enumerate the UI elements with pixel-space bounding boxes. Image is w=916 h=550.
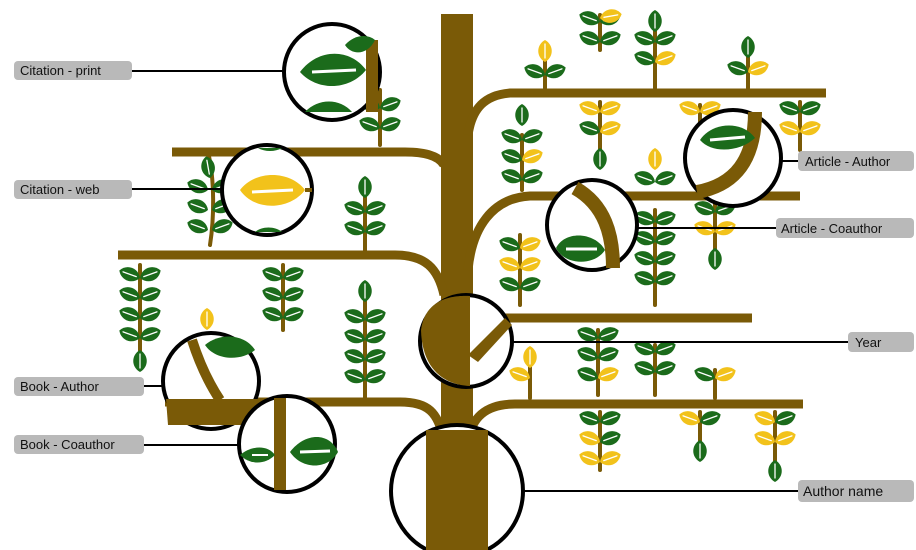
magnifier-article-author: [685, 110, 781, 206]
label-book-author: Book - Author: [20, 379, 99, 394]
label-group-book-coauthor: Book - Coauthor: [14, 435, 240, 454]
label-group-book-author: Book - Author: [14, 377, 164, 396]
magnifier-citation-print: [284, 24, 380, 120]
label-article-author: Article - Author: [805, 154, 891, 169]
label-citation-web: Citation - web: [20, 182, 99, 197]
label-group-year: Year: [512, 332, 914, 352]
label-group-author-name: Author name: [523, 480, 914, 502]
magnifier-citation-web: [222, 145, 312, 235]
label-group-article-coauthor: Article - Coauthor: [636, 218, 914, 238]
magnifier-article-coauthor: [547, 180, 637, 270]
label-year: Year: [855, 335, 882, 350]
label-group-citation-print: Citation - print: [14, 61, 285, 80]
label-group-article-author: Article - Author: [780, 151, 914, 171]
magnifier-year: [420, 295, 512, 387]
branch-low-right: [468, 404, 803, 440]
label-article-coauthor: Article - Coauthor: [781, 221, 883, 236]
magnifier-book-coauthor: [239, 396, 338, 492]
magnifier-book-author: [163, 333, 259, 429]
label-citation-print: Citation - print: [20, 63, 101, 78]
label-author-name: Author name: [803, 483, 883, 499]
label-book-coauthor: Book - Coauthor: [20, 437, 115, 452]
magnifier-author-name: [391, 425, 523, 550]
